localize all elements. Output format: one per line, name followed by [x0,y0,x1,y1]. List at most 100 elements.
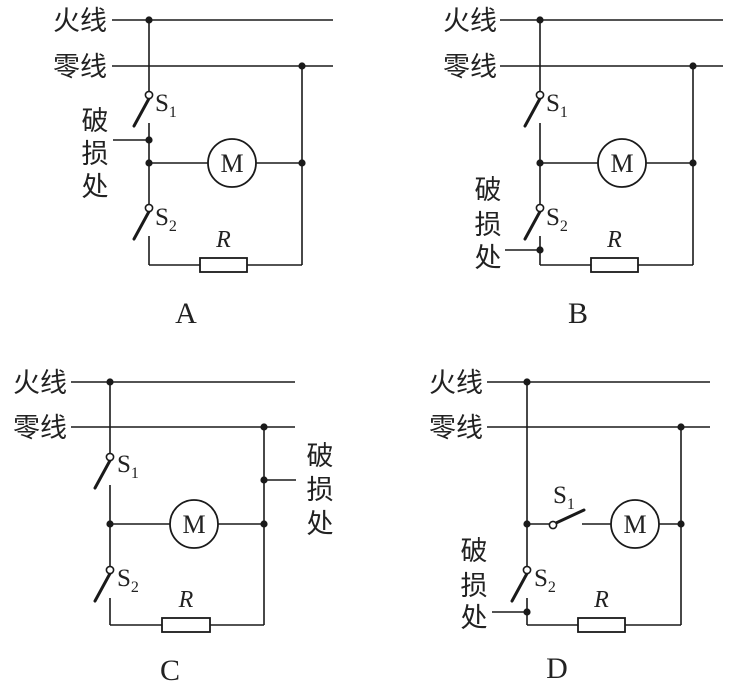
switch-blade [132,210,151,241]
motor: M [597,138,647,188]
switch-s2 [93,565,115,603]
switch-s2 [132,203,154,241]
switch-s1-label: S1 [553,482,575,513]
switch-pivot [144,203,154,213]
motor-label: M [610,149,633,178]
switch-s1-label: S1 [155,90,177,121]
switch-s2 [510,565,532,603]
damage-label: 破损处 [307,441,334,540]
damage-label-char: 处 [461,603,488,634]
damage-label: 破损处 [82,106,109,203]
damage-label-char: 处 [307,509,334,540]
switch-letter: S [553,482,567,509]
live-wire-label: 火线 [53,6,107,37]
switch-subscript: 2 [131,579,139,596]
switch-pivot [548,520,558,530]
switch-s2-label: S2 [117,565,139,596]
switch-blade [510,572,529,603]
resistor-label: R [593,587,609,613]
damage-label: 破损处 [461,536,488,634]
switch-s1 [523,90,545,128]
switch-pivot [105,565,115,575]
damage-label-char: 损 [475,210,502,241]
damage-label-char: 破 [82,106,109,137]
live-wire-label: 火线 [13,368,67,399]
switch-s1 [132,90,154,128]
motor: M [610,499,660,549]
motor-label: M [182,510,205,539]
switch-blade [554,508,586,525]
switch-letter: S [155,90,169,117]
switch-s1 [93,452,115,490]
damage-label-char: 损 [82,139,109,170]
switch-letter: S [546,204,560,231]
resistor-label: R [606,227,622,253]
damage-label-char: 处 [475,243,502,274]
switch-subscript: 2 [169,218,177,235]
panel-label-c: C [160,654,180,687]
motor: M [169,499,219,549]
damage-label-char: 处 [82,172,109,203]
switch-pivot [535,90,545,100]
switch-letter: S [534,565,548,592]
switch-s2 [523,203,545,241]
resistor: R [161,587,211,633]
neutral-wire-label: 零线 [53,52,107,83]
switch-pivot [144,90,154,100]
switch-s2-label: S2 [155,204,177,235]
switch-blade [523,210,542,241]
live-wire-label: 火线 [429,368,483,399]
motor: M [207,138,257,188]
resistor: R [590,227,639,273]
switch-letter: S [546,90,560,117]
switch-subscript: 2 [560,218,568,235]
switch-pivot [105,452,115,462]
switch-blade [93,572,112,603]
switch-subscript: 2 [548,579,556,596]
panel-label-a: A [175,297,197,330]
damage-label-char: 破 [461,536,488,567]
switch-letter: S [155,204,169,231]
switch-s2-label: S2 [534,565,556,596]
switch-letter: S [117,451,131,478]
damage-label-char: 损 [307,475,334,506]
resistor-label: R [178,587,194,613]
switch-blade [132,97,151,128]
live-wire-label: 火线 [443,6,497,37]
switch-subscript: 1 [567,496,575,513]
neutral-wire-label: 零线 [13,413,67,444]
switch-subscript: 1 [560,104,568,121]
resistor-symbol [577,617,626,633]
switch-subscript: 1 [131,465,139,482]
damage-label: 破损处 [475,175,502,274]
resistor-symbol [161,617,211,633]
switch-blade [93,459,112,490]
switch-blade [523,97,542,128]
resistor: R [199,227,248,273]
neutral-wire-label: 零线 [429,413,483,444]
switch-letter: S [117,565,131,592]
damage-label-char: 破 [307,441,334,472]
resistor-symbol [590,257,639,273]
switch-s2-label: S2 [546,204,568,235]
resistor-symbol [199,257,248,273]
damage-label-char: 破 [475,175,502,206]
switch-pivot [535,203,545,213]
panel-label-b: B [568,297,588,330]
switch-subscript: 1 [169,104,177,121]
switch-s1-label: S1 [546,90,568,121]
panel-label-d: D [546,652,568,685]
switch-pivot [522,565,532,575]
neutral-wire-label: 零线 [443,52,497,83]
resistor-label: R [215,227,231,253]
motor-label: M [220,149,243,178]
switch-s1 [548,508,586,530]
motor-label: M [623,510,646,539]
switch-s1-label: S1 [117,451,139,482]
resistor: R [577,587,626,633]
